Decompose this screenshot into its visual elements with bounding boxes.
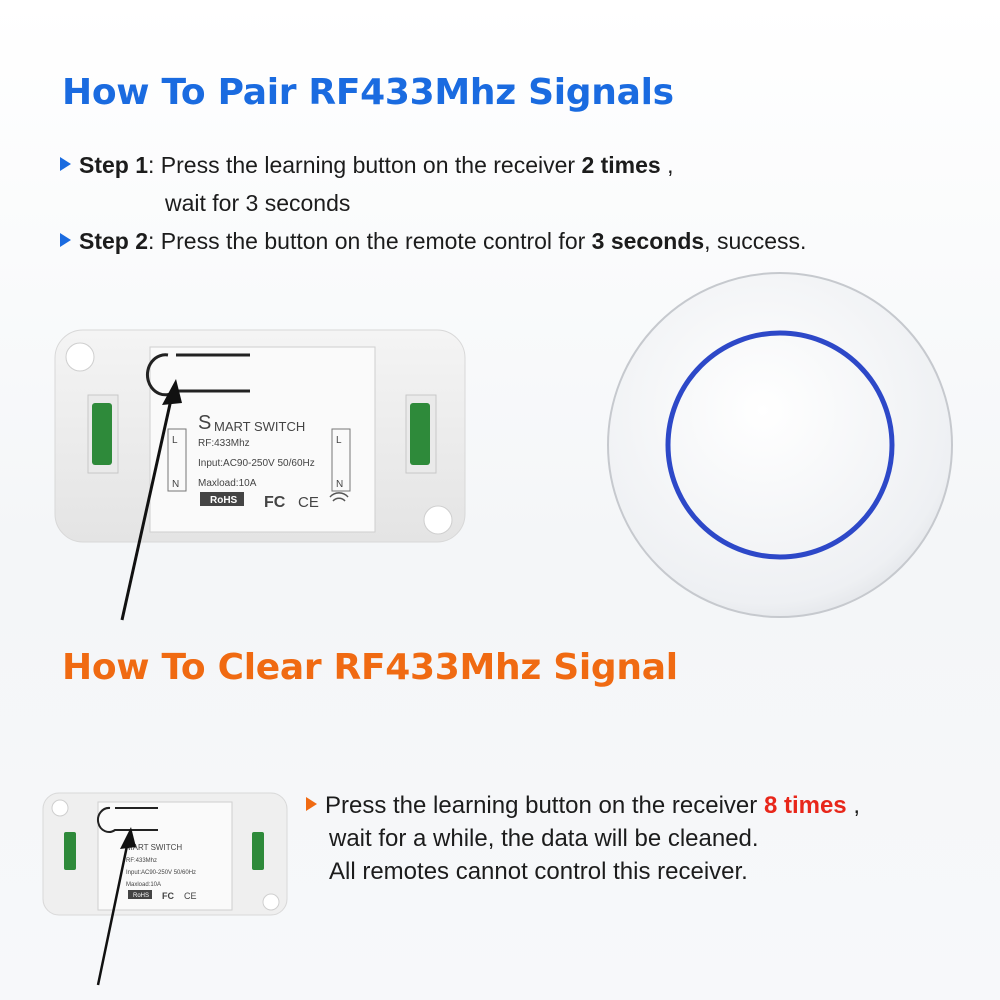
step1-emph: 2 times [581,152,661,178]
step1-line2: wait for 3 seconds [165,190,351,216]
svg-text:RoHS: RoHS [133,893,149,899]
wireless-icon [329,492,349,502]
terminal-right [410,403,430,465]
bullet-triangle-icon [306,797,317,811]
brand-rest: MART SWITCH [214,419,305,434]
svg-text:N: N [172,479,179,490]
bullet-triangle-icon [60,233,71,247]
receiver-large: S MART SWITCH RF:433Mhz Input:AC90-250V … [54,329,466,543]
svg-text:L: L [336,435,342,446]
clear-title: How To Clear RF433Mhz Signal [62,647,678,688]
svg-text:Maxload:10A: Maxload:10A [126,882,161,888]
brand-s: S [198,412,211,434]
receiver-small: MART SWITCH RF:433Mhz Input:AC90-250V 50… [42,792,288,916]
step2-text-a: : Press the button on the remote control… [148,228,592,254]
remote-control [607,272,953,618]
bullet-triangle-icon [60,157,71,171]
step1-text-b: , [660,152,674,178]
svg-text:CE: CE [184,891,197,901]
step1-line: Step 1: Press the learning button on the… [60,152,674,179]
pair-title: How To Pair RF433Mhz Signals [62,72,674,113]
svg-text:FC: FC [264,494,286,511]
clear-line2: wait for a while, the data will be clean… [329,825,759,852]
svg-text:Input:AC90-250V 50/60Hz: Input:AC90-250V 50/60Hz [126,870,196,876]
svg-text:CE: CE [298,494,319,511]
step2-line: Step 2: Press the button on the remote c… [60,228,806,255]
arrow-icon [120,379,182,621]
terminal-left [92,403,112,465]
svg-text:N: N [336,479,343,490]
step2-label: Step 2 [79,228,149,254]
step2-text-b: , success. [704,228,807,254]
clear-line1: Press the learning button on the receive… [306,792,860,820]
remote-ring [665,330,895,560]
svg-text:RoHS: RoHS [210,495,238,506]
step1-label: Step 1 [79,152,149,178]
arrow-icon [96,827,136,986]
svg-text:FC: FC [162,891,174,901]
svg-text:RF:433Mhz: RF:433Mhz [126,858,157,864]
svg-text:RF:433Mhz: RF:433Mhz [198,438,250,449]
svg-text:L: L [172,435,178,446]
svg-text:MART SWITCH: MART SWITCH [126,843,182,852]
svg-text:Input:AC90-250V 50/60Hz: Input:AC90-250V 50/60Hz [198,458,315,469]
svg-text:Maxload:10A: Maxload:10A [198,478,257,489]
step1-text-a: : Press the learning button on the recei… [148,152,582,178]
clear-line3: All remotes cannot control this receiver… [329,858,748,885]
clear-emph: 8 times [763,792,847,819]
step2-emph: 3 seconds [591,228,705,254]
